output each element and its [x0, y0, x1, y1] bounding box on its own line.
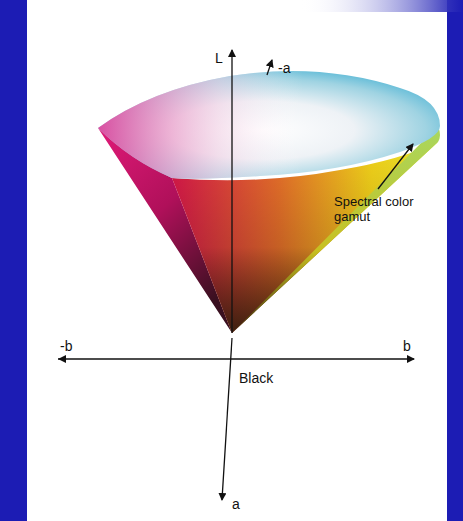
axis-label: -b	[60, 338, 72, 354]
origin-label: Black	[239, 370, 273, 386]
callout-label: Spectral color gamut	[334, 194, 416, 224]
axis-label: -a	[278, 60, 290, 76]
axis-label: L	[215, 50, 223, 66]
axis-label: b	[403, 338, 411, 354]
axis-label: a	[232, 496, 240, 512]
